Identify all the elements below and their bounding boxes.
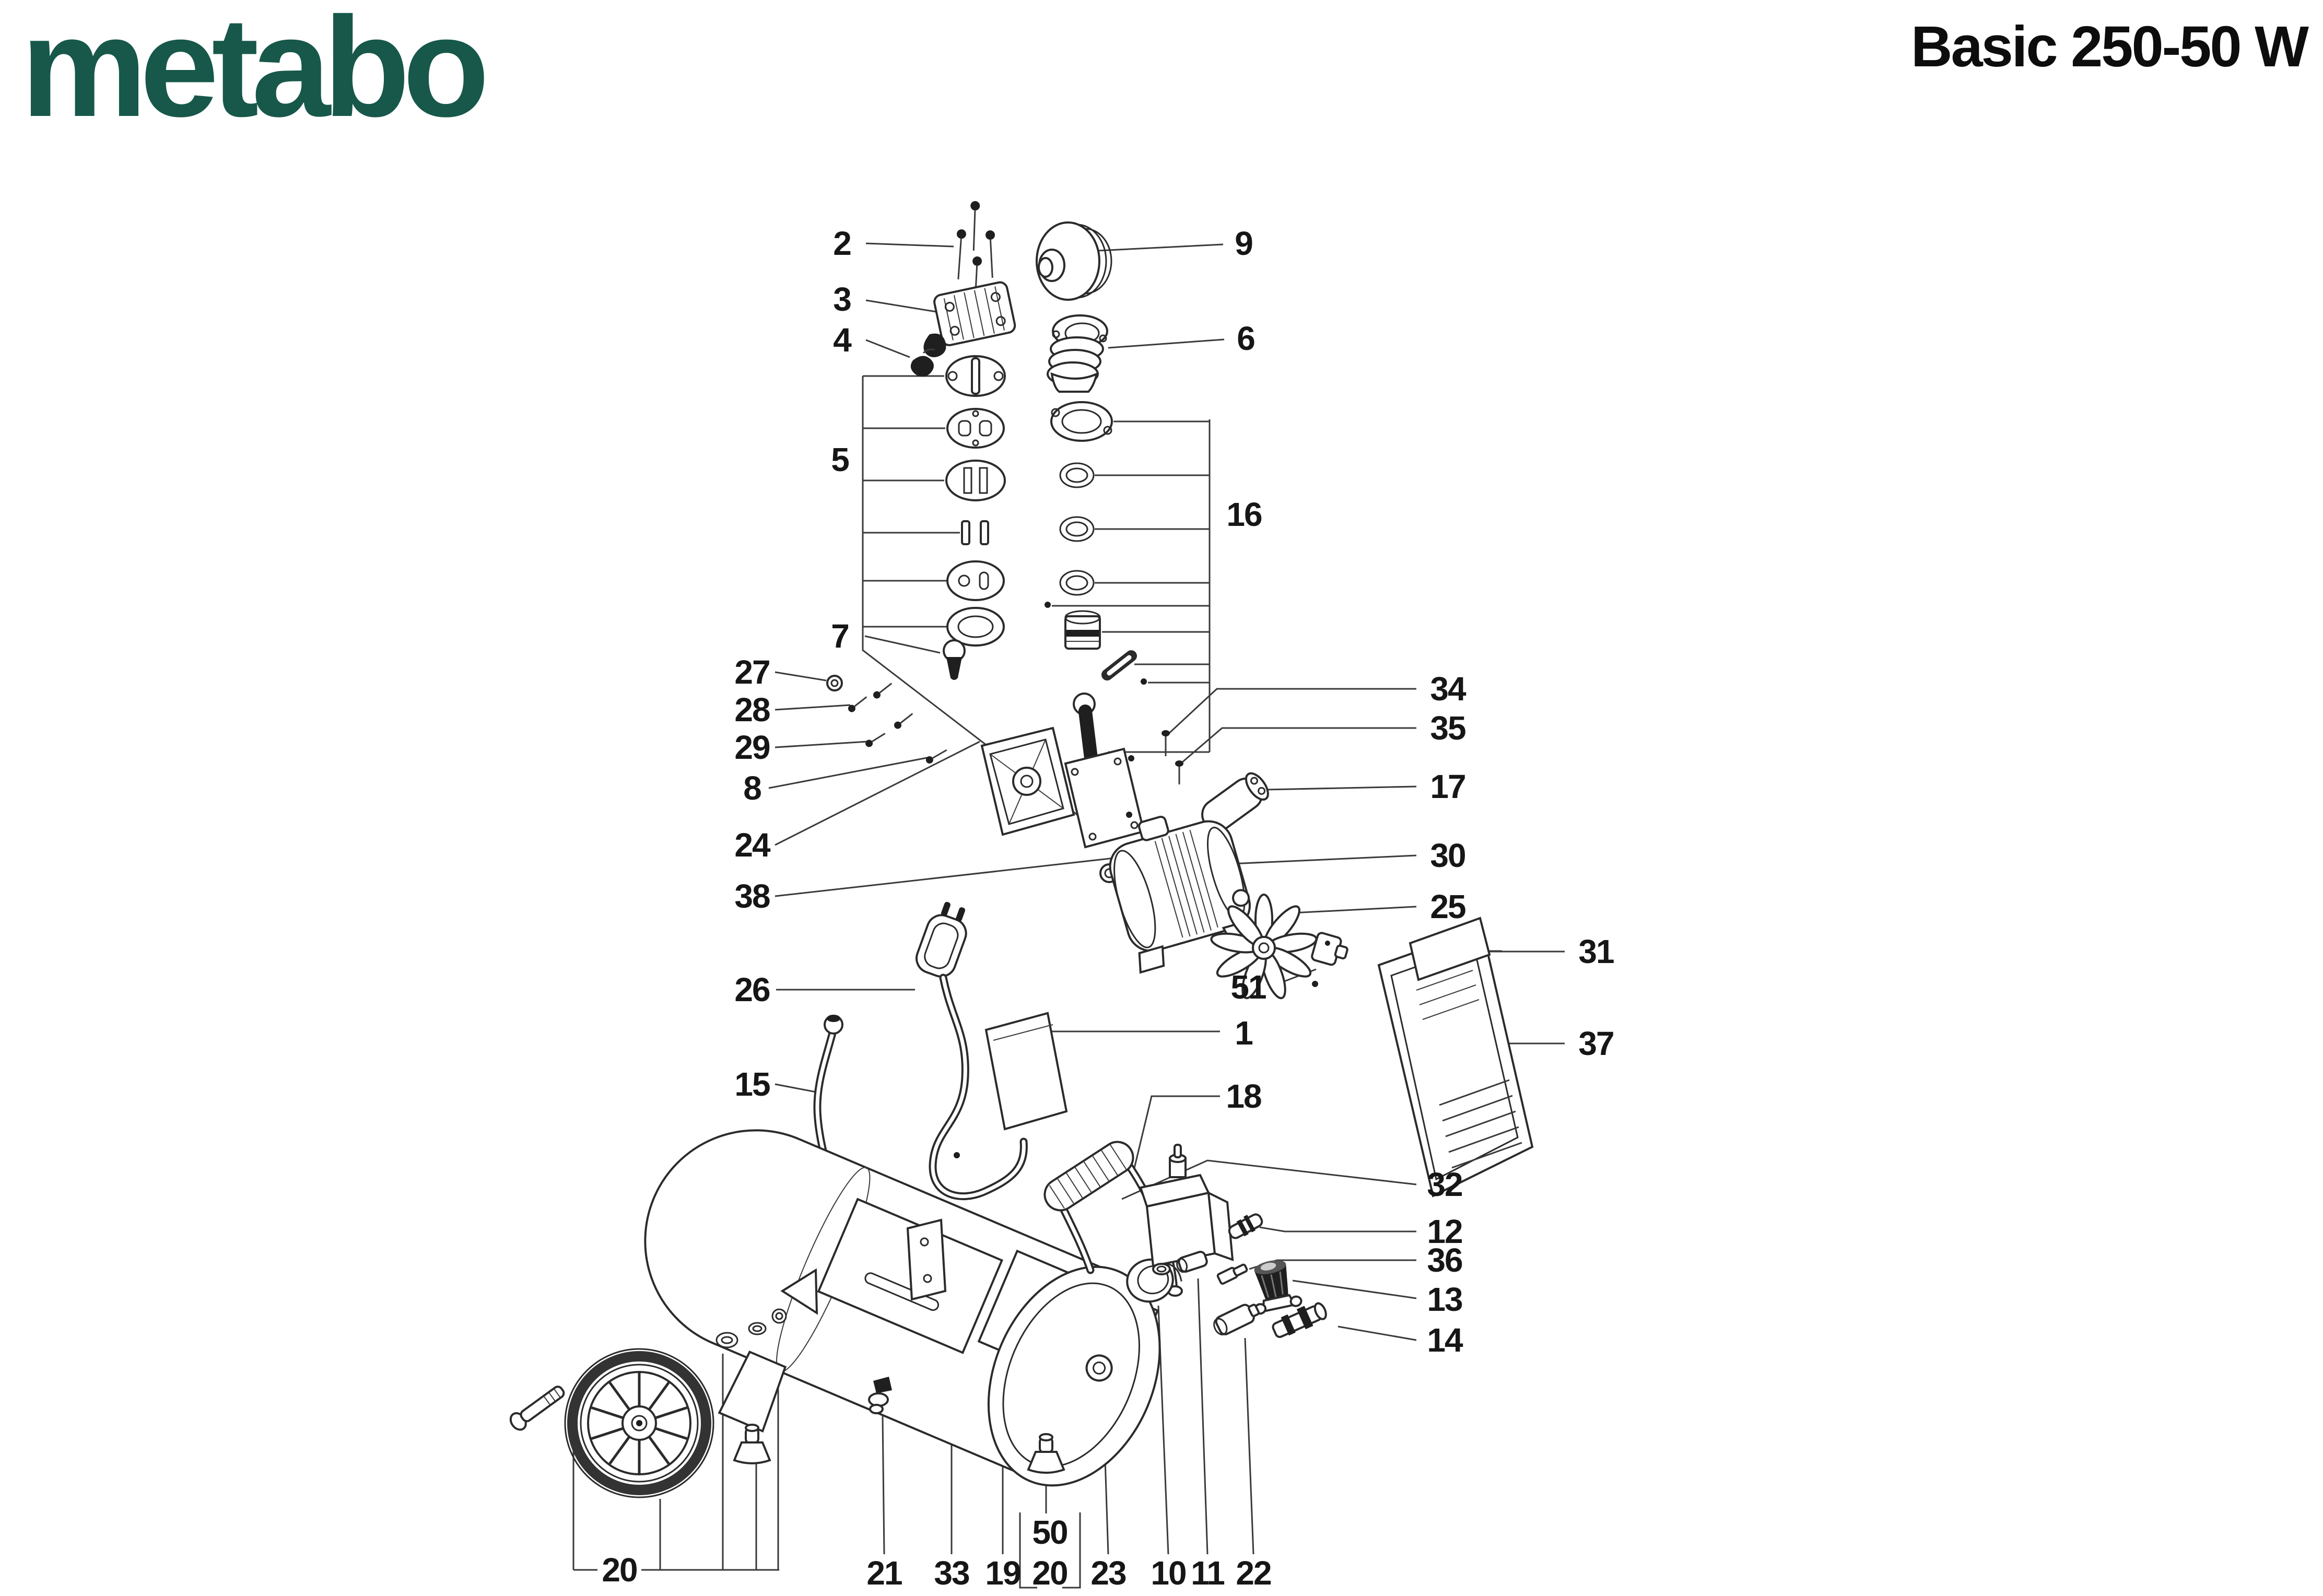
part-label-18: 18 bbox=[1226, 1077, 1261, 1115]
part-label-4: 4 bbox=[833, 321, 852, 359]
part-label-27: 27 bbox=[734, 653, 769, 691]
part-handle-grip bbox=[1043, 1141, 1134, 1212]
part-label-14: 14 bbox=[1427, 1321, 1463, 1359]
part-fastener-set bbox=[826, 675, 947, 764]
model-title: Basic 250-50 W bbox=[1911, 15, 2309, 79]
part-rating-plate bbox=[984, 1012, 1068, 1131]
part-label-23: 23 bbox=[1090, 1554, 1126, 1592]
part-label-16: 16 bbox=[1226, 496, 1262, 533]
part-crankcase-cover bbox=[980, 726, 1075, 836]
part-label-7: 7 bbox=[831, 617, 849, 655]
part-wheel bbox=[564, 1348, 714, 1498]
screw-dot bbox=[1312, 981, 1318, 987]
part-label-12: 12 bbox=[1427, 1213, 1462, 1250]
part-fitting bbox=[1228, 1213, 1263, 1239]
part-thermal-switch bbox=[1311, 932, 1348, 966]
part-air-filter bbox=[1036, 221, 1112, 301]
part-label-28: 28 bbox=[734, 691, 770, 729]
part-cylinder-head bbox=[933, 281, 1016, 346]
part-quick-coupler bbox=[1272, 1302, 1327, 1338]
part-label-24: 24 bbox=[734, 826, 771, 864]
part-foot-center bbox=[1027, 1433, 1065, 1474]
part-label-17: 17 bbox=[1430, 768, 1465, 805]
part-label-34: 34 bbox=[1430, 670, 1466, 708]
part-label-8: 8 bbox=[743, 769, 761, 807]
part-label-1: 1 bbox=[1235, 1014, 1252, 1052]
part-label-6: 6 bbox=[1237, 320, 1254, 357]
part-label-29: 29 bbox=[734, 729, 770, 766]
part-foot-bracket bbox=[780, 1218, 947, 1315]
part-label-20-left: 20 bbox=[602, 1551, 637, 1589]
part-label-50: 50 bbox=[1032, 1513, 1067, 1551]
part-label-25: 25 bbox=[1430, 888, 1465, 925]
part-label-2: 2 bbox=[833, 225, 851, 262]
part-label-11: 11 bbox=[1191, 1554, 1224, 1592]
part-label-32: 32 bbox=[1427, 1166, 1462, 1203]
part-pressure-switch bbox=[1139, 1144, 1234, 1275]
part-label-35: 35 bbox=[1430, 709, 1465, 747]
part-label-3: 3 bbox=[833, 280, 851, 318]
part-label-30: 30 bbox=[1430, 837, 1465, 874]
part-label-51: 51 bbox=[1230, 968, 1266, 1006]
part-label-22: 22 bbox=[1236, 1554, 1271, 1592]
part-labels: 2 9 3 6 4 5 16 7 27 28 29 8 24 38 34 35 … bbox=[602, 225, 1615, 1592]
part-piston bbox=[1064, 610, 1101, 650]
part-valve-plate-stack bbox=[945, 355, 1006, 647]
metabo-logo: metabo® bbox=[21, 0, 506, 149]
part-label-33: 33 bbox=[934, 1554, 969, 1592]
part-wrist-pin bbox=[1101, 650, 1137, 680]
part-power-cord bbox=[916, 901, 1028, 1201]
part-nipple bbox=[1216, 1263, 1248, 1285]
part-safety-valve bbox=[1213, 1304, 1260, 1335]
part-tank bbox=[644, 1129, 1161, 1487]
part-elbow-fitting bbox=[910, 333, 946, 377]
metabo-logo-text: metabo bbox=[21, 0, 489, 146]
part-label-38: 38 bbox=[734, 877, 770, 915]
part-foot-left bbox=[733, 1424, 771, 1464]
part-label-31: 31 bbox=[1578, 933, 1614, 970]
part-regulator-knob bbox=[1254, 1260, 1303, 1315]
part-intake-valve bbox=[943, 639, 966, 680]
part-label-15: 15 bbox=[734, 1065, 770, 1103]
part-label-9: 9 bbox=[1235, 225, 1252, 262]
part-outlet-elbow bbox=[1176, 1250, 1208, 1273]
part-cover-gasket bbox=[1064, 747, 1145, 849]
part-washers bbox=[715, 1308, 787, 1348]
part-drain-valve bbox=[868, 1377, 892, 1414]
part-label-21: 21 bbox=[866, 1554, 902, 1592]
part-label-19: 19 bbox=[985, 1554, 1020, 1592]
part-fan bbox=[1210, 894, 1318, 1000]
part-label-10: 10 bbox=[1151, 1554, 1186, 1592]
part-fan-cover bbox=[1377, 917, 1534, 1198]
part-label-26: 26 bbox=[734, 971, 770, 1008]
part-label-13: 13 bbox=[1427, 1281, 1462, 1318]
part-oring-piston-set bbox=[1045, 401, 1147, 799]
part-capacitor bbox=[1201, 772, 1269, 832]
part-cylinder bbox=[1047, 314, 1108, 393]
part-label-20-center: 20 bbox=[1032, 1554, 1067, 1592]
part-label-37: 37 bbox=[1578, 1025, 1613, 1062]
part-label-5: 5 bbox=[831, 441, 849, 478]
part-axle-bolt bbox=[509, 1386, 565, 1431]
part-label-36: 36 bbox=[1427, 1241, 1462, 1279]
